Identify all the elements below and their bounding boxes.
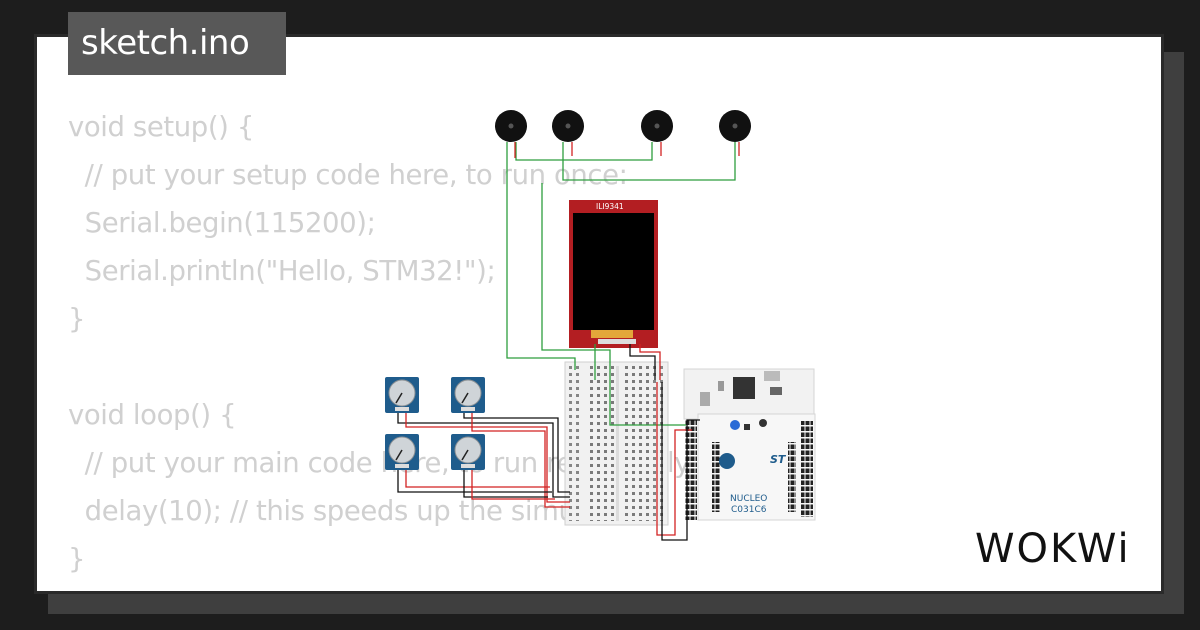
code-line: } [68,303,86,335]
code-line: Serial.begin(115200); [68,207,376,239]
buzzer[interactable] [641,110,673,142]
board-vendor-logo: ST [770,453,787,466]
potentiometer[interactable] [451,434,485,470]
code-line: } [68,543,86,575]
board-label-line1: NUCLEO [730,494,767,504]
buzzer[interactable] [495,110,527,142]
code-editor: void setup() { // put your setup code he… [68,103,697,583]
buzzer[interactable] [719,110,751,142]
display-label: ILI9341 [596,202,624,211]
code-line: void loop() { [68,399,237,431]
wokwi-logo: WOKWi [975,526,1131,572]
potentiometer[interactable] [451,377,485,413]
code-line: Serial.println("Hello, STM32!"); [68,255,496,287]
tft-display[interactable]: ILI9341 [569,200,658,348]
potentiometer[interactable] [385,434,419,470]
buzzer[interactable] [552,110,584,142]
code-line: // put your setup code here, to run once… [68,159,628,191]
file-tab[interactable]: sketch.ino [68,12,286,75]
potentiometer[interactable] [385,377,419,413]
board-label-line2: C031C6 [731,505,767,515]
breadboard[interactable] [564,361,669,526]
nucleo-board[interactable]: ST NUCLEO C031C6 [683,368,816,521]
wires [397,142,740,541]
code-line: void setup() { [68,111,254,143]
